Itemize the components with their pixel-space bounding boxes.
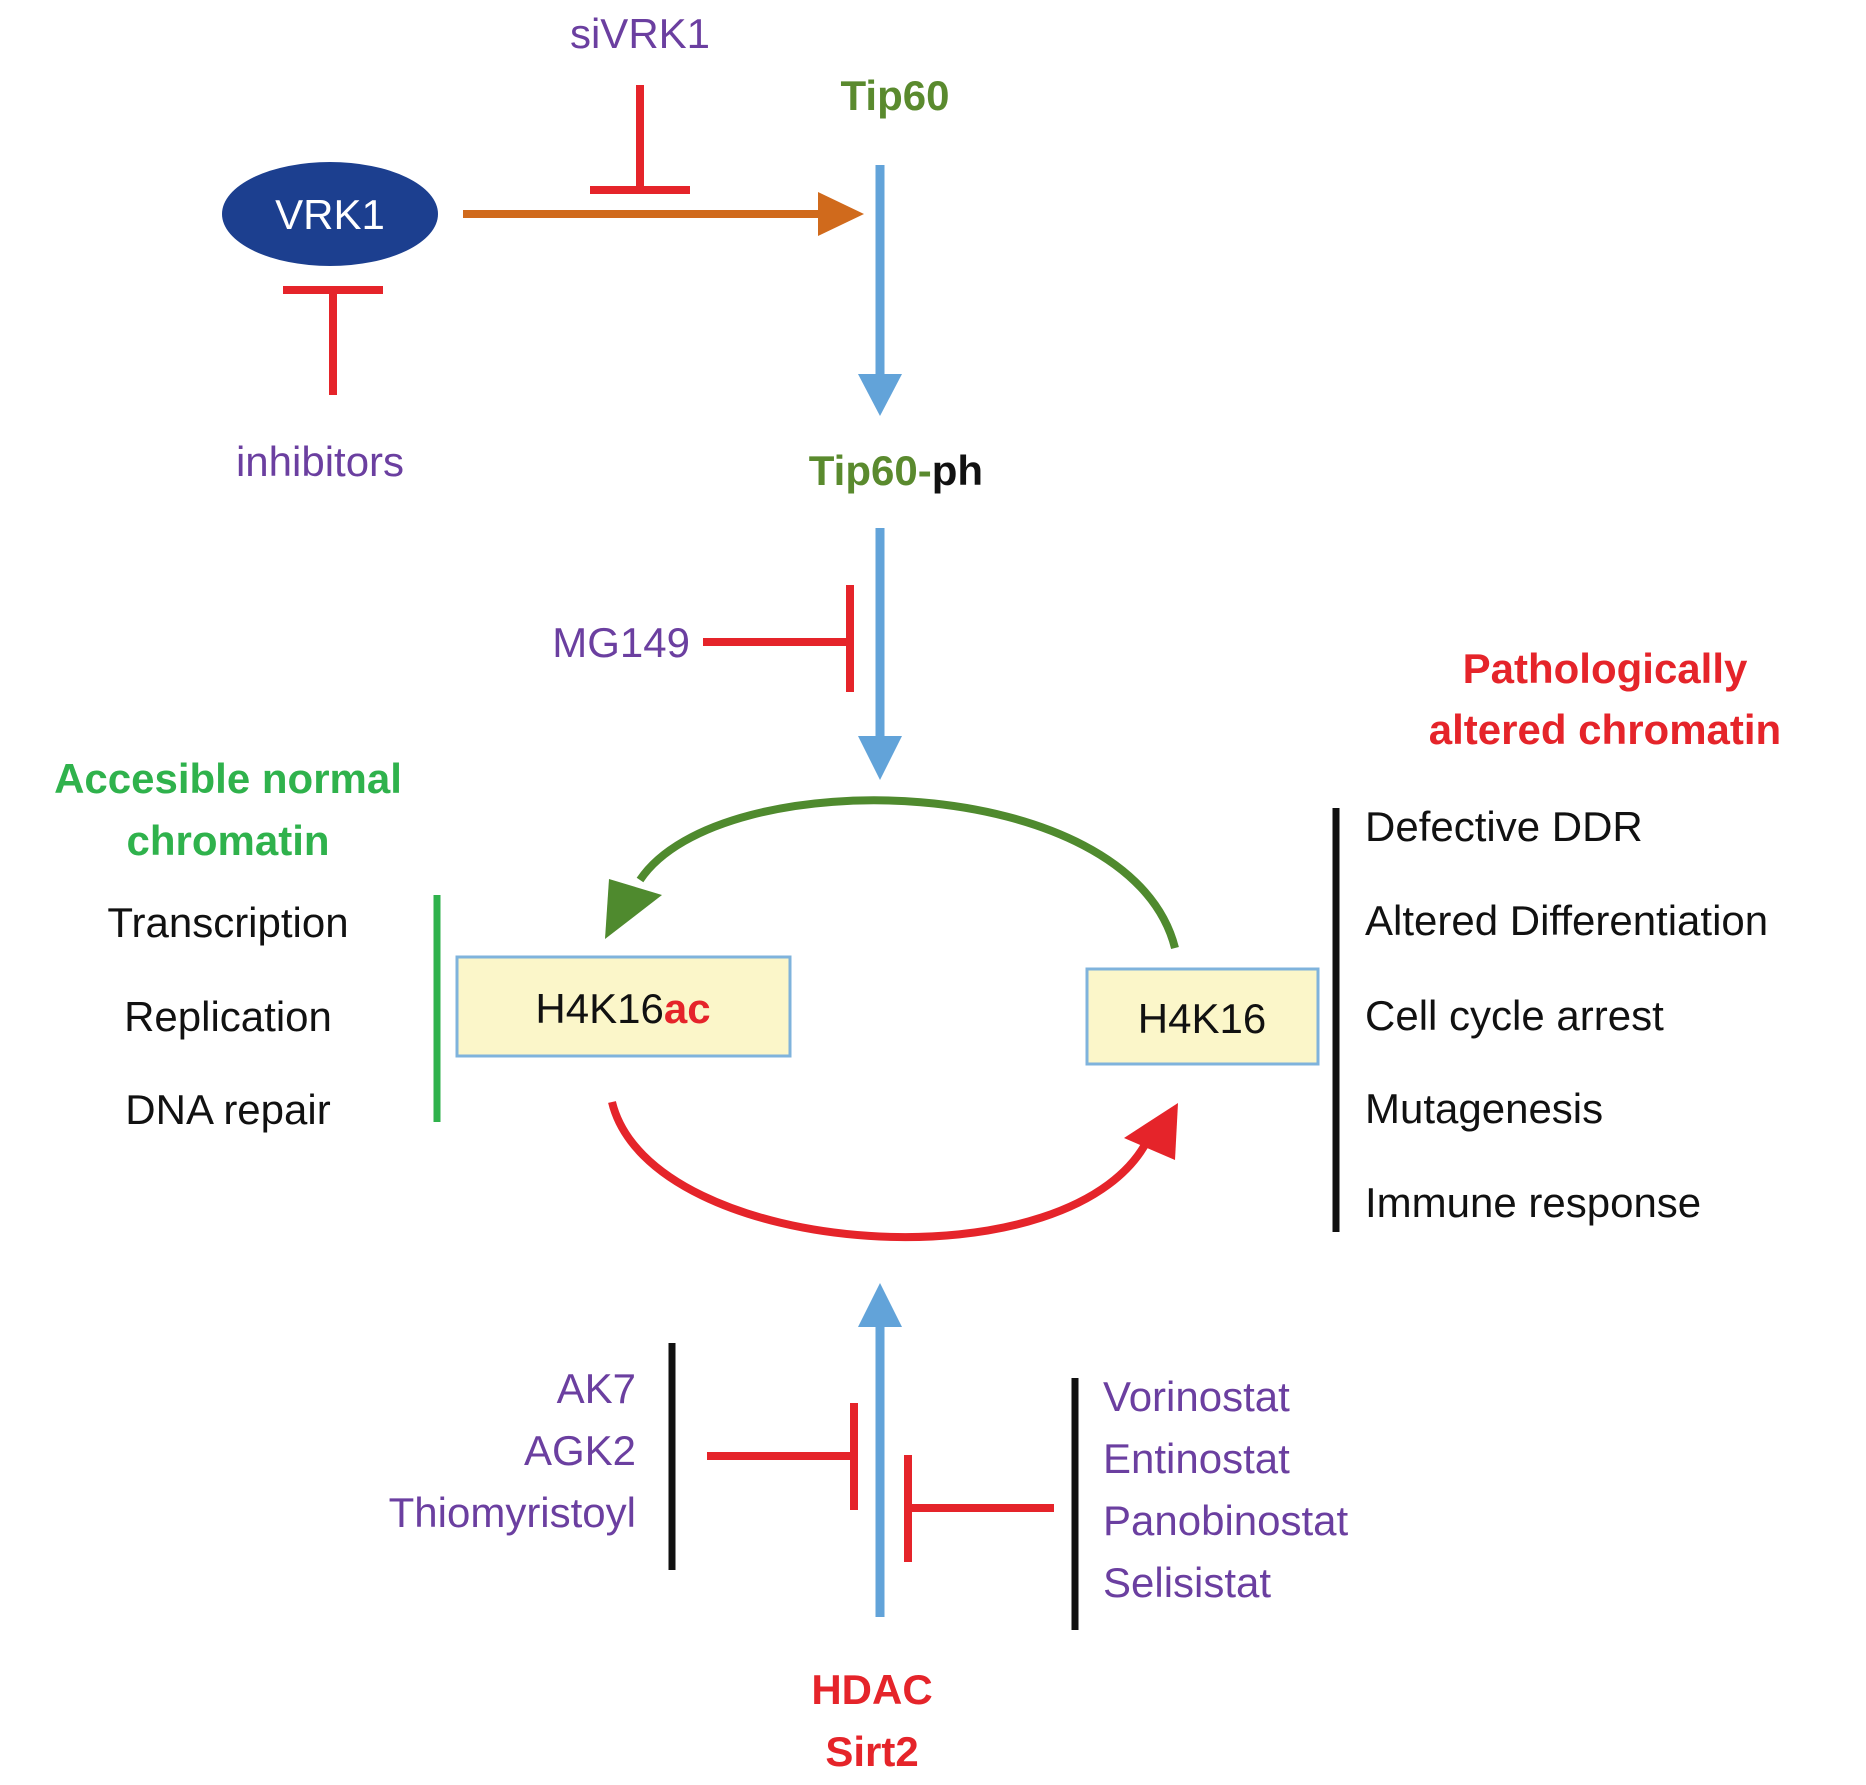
hdac-inhibitor-vorinostat: Vorinostat — [1103, 1373, 1290, 1420]
hdac-inhibition-bar — [904, 1455, 1054, 1562]
hdac-label: HDAC — [811, 1666, 932, 1713]
deacetylation-arrow — [608, 1101, 1178, 1241]
inhibitors-inhibition-bar — [283, 286, 383, 395]
hdac-inhibitor-selisistat: Selisistat — [1103, 1559, 1271, 1606]
pathological-item-cell-cycle-arrest: Cell cycle arrest — [1365, 992, 1664, 1039]
pathological-title-line1: Pathologically — [1463, 645, 1748, 692]
normal-item-replication: Replication — [124, 993, 332, 1040]
sirt2-label: Sirt2 — [825, 1728, 918, 1775]
vrk1-to-tip60-arrow — [463, 192, 864, 236]
tip60-label: Tip60 — [841, 72, 950, 119]
mg149-label: MG149 — [552, 619, 690, 666]
accessible-title-line1: Accesible normal — [54, 755, 402, 802]
tip60-phosphorylation-arrow — [858, 165, 902, 416]
acetylation-arrow — [605, 796, 1179, 949]
sirt2-inhibitor-agk2: AGK2 — [524, 1427, 636, 1474]
vrk1-label: VRK1 — [275, 191, 385, 238]
normal-item-dna-repair: DNA repair — [125, 1086, 330, 1133]
tip60-ph-label: Tip60-ph — [809, 447, 983, 494]
accessible-title-line2: chromatin — [126, 817, 329, 864]
sirt2-inhibitor-thiomyristoyl: Thiomyristoyl — [389, 1489, 636, 1536]
hdac-inhibitor-panobinostat: Panobinostat — [1103, 1497, 1349, 1544]
inhibitors-label: inhibitors — [236, 438, 404, 485]
sirt2-inhibitor-ak7: AK7 — [557, 1365, 636, 1412]
h4k16ac-suffix: ac — [664, 985, 711, 1032]
sivrk1-inhibition-bar — [590, 85, 690, 194]
h4k16ac-prefix: H4K16 — [535, 985, 663, 1032]
vrk1-node — [222, 162, 438, 266]
normal-item-transcription: Transcription — [107, 899, 348, 946]
mg149-inhibition-bar — [703, 585, 854, 692]
h4k16-label: H4K16 — [1138, 995, 1266, 1042]
pathological-item-mutagenesis: Mutagenesis — [1365, 1085, 1603, 1132]
pathological-item-immune-response: Immune response — [1365, 1179, 1701, 1226]
pathological-item-altered-differentiation: Altered Differentiation — [1365, 897, 1768, 944]
tip60-ph-prefix: Tip60- — [809, 447, 932, 494]
tip60-ph-suffix: ph — [932, 447, 983, 494]
pathological-item-defective-ddr: Defective DDR — [1365, 803, 1643, 850]
tip60ph-to-cycle-arrow — [858, 528, 902, 780]
pathological-title-line2: altered chromatin — [1429, 706, 1781, 753]
hdac-to-cycle-arrow — [858, 1283, 902, 1617]
h4k16ac-box — [455, 955, 792, 1058]
sivrk1-label: siVRK1 — [570, 10, 710, 57]
sirt2-inhibition-bar — [707, 1403, 858, 1510]
h4k16ac-label: H4K16ac — [535, 985, 710, 1032]
hdac-inhibitor-entinostat: Entinostat — [1103, 1435, 1290, 1482]
h4k16-box — [1085, 967, 1320, 1066]
